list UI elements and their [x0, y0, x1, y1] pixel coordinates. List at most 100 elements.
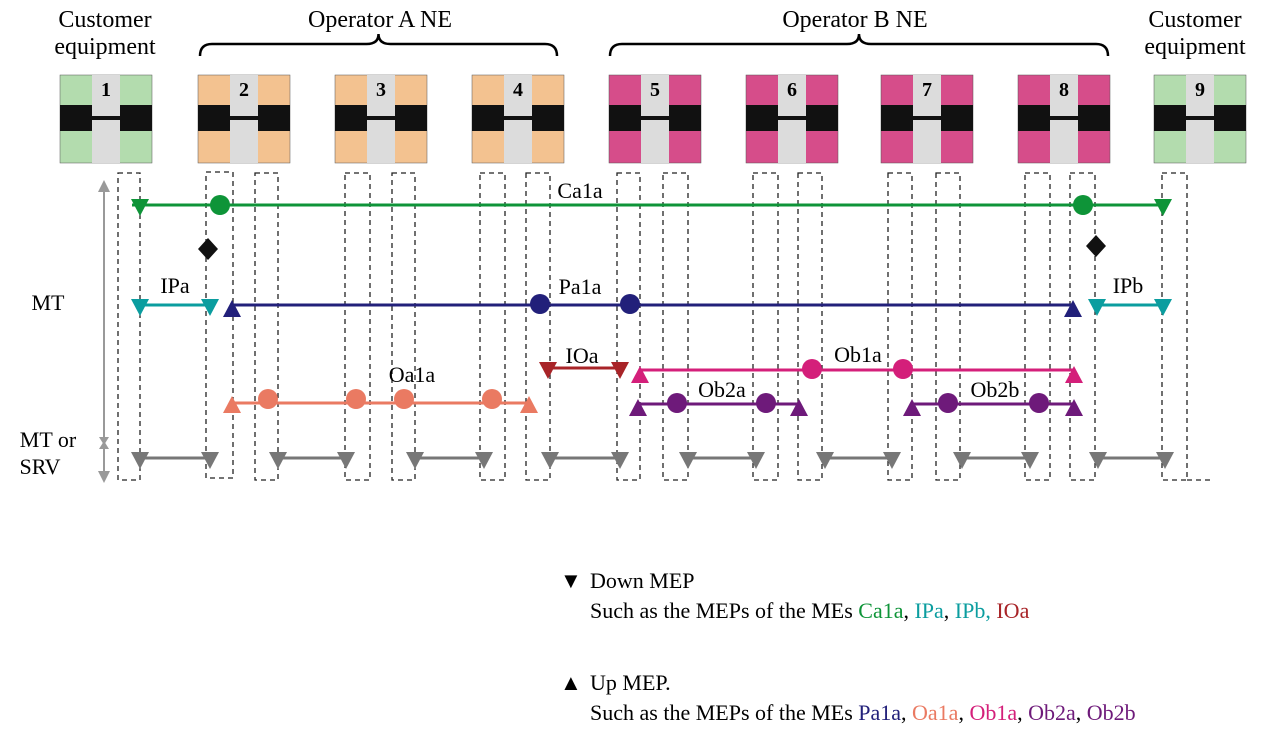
me-label-oa1a: Oa1a [389, 362, 436, 387]
srv-down-mep [406, 452, 424, 469]
node-1-slot-top [92, 105, 120, 116]
srv-down-mep [1089, 452, 1107, 469]
group-label-operator-b: Operator B NE [782, 7, 927, 33]
level-axis-split-2 [99, 441, 109, 449]
me-oa1a-up-mep [223, 396, 241, 413]
up-mep-icon: ▲ [560, 670, 582, 695]
me-label-ob2a: Ob2a [698, 377, 746, 402]
legend-up-item-pa1a: Pa1a [858, 700, 902, 725]
node-7-slot-top [913, 105, 941, 116]
node-5-label: 5 [650, 79, 660, 101]
node-6-label: 6 [787, 79, 797, 101]
group-label-customer-left-2: equipment [54, 34, 156, 60]
level-label-mt: MT [32, 290, 66, 315]
legend-up-prefix: Such as the MEPs of the MEs [590, 700, 859, 725]
srv-down-mep [475, 452, 493, 469]
node-6-slot-top [778, 105, 806, 116]
dashed-boundary [479, 172, 506, 481]
me-label-ca1a: Ca1a [557, 178, 602, 203]
brace-operator-b [608, 33, 1110, 57]
me-ioa-down-mep [611, 362, 629, 379]
node-9-slot-top [1186, 105, 1214, 116]
srv-down-mep [816, 452, 834, 469]
node-1-slot-bottom [92, 120, 120, 131]
srv-down-mep [337, 452, 355, 469]
dashed-boundary [752, 172, 779, 481]
dashed-boundary [117, 172, 141, 481]
me-ob2a-mip [756, 393, 776, 413]
me-ob2a-up-mep [629, 399, 647, 416]
legend-down-prefix: Such as the MEPs of the MEs [590, 598, 859, 623]
node-8-label: 8 [1059, 79, 1069, 101]
legend-down-item-ioa: IOa [996, 598, 1030, 623]
me-ca1a-mip [210, 195, 230, 215]
srv-down-mep [679, 452, 697, 469]
me-label-ob2b: Ob2b [971, 377, 1020, 402]
legend-up-item-ob2a: Ob2a [1028, 700, 1076, 725]
dashed-boundary [391, 172, 416, 481]
node-7-slot-bottom [913, 120, 941, 131]
me-ca1a-mip [1073, 195, 1093, 215]
level-label-mt-or: MT or [20, 427, 77, 452]
me-ob2b-mip [938, 393, 958, 413]
legend-up-item-ob2b: Ob2b [1086, 700, 1136, 725]
me-ipa-down-mep [201, 299, 219, 316]
srv-down-mep [541, 452, 559, 469]
dashed-boundary [254, 172, 279, 481]
dashed-boundary [935, 172, 961, 481]
me-oa1a-mip [346, 389, 366, 409]
srv-down-mep [1156, 452, 1174, 469]
node-5-slot-bottom [641, 120, 669, 131]
me-ob2b-up-mep [1065, 399, 1083, 416]
me-pa1a-mip [530, 294, 550, 314]
brace-operator-a [198, 33, 559, 57]
legend-down-item-ca1a: Ca1a [858, 598, 904, 623]
node-4-slot-bottom [504, 120, 532, 131]
dashed-boundary [1024, 172, 1051, 481]
node-9-slot-bottom [1186, 120, 1214, 131]
srv-down-mep [611, 452, 629, 469]
dashed-boundary [887, 172, 913, 481]
level-axis-arrow-bottom [98, 471, 110, 483]
me-ipb-down-mep [1088, 299, 1106, 316]
node-2-label: 2 [239, 79, 249, 101]
down-mep-icon: ▼ [560, 568, 582, 593]
node-8-slot-top [1050, 105, 1078, 116]
me-label-ioa: IOa [566, 343, 599, 368]
me-ob2b-up-mep [903, 399, 921, 416]
node-2-slot-bottom [230, 120, 258, 131]
node-4-label: 4 [513, 79, 523, 101]
legend-down-item-ipb: IPb, [954, 598, 991, 623]
me-pa1a-up-mep [1064, 300, 1082, 317]
level-label-srv: SRV [19, 454, 60, 479]
me-ca1a-down-mep [1154, 199, 1172, 216]
me-oa1a-mip [394, 389, 414, 409]
level-axis-arrow-top [98, 180, 110, 192]
me-ob2a-up-mep [790, 399, 808, 416]
me-ob1a-mip [802, 359, 822, 379]
dashed-boundary [1161, 172, 1188, 481]
diamond-marker [1086, 235, 1106, 257]
me-ob1a-up-mep [631, 366, 649, 383]
legend-up: ▲Up MEP. Such as the MEPs of the MEs Pa1… [560, 670, 1136, 725]
dashed-boundary [205, 171, 234, 479]
me-oa1a-mip [482, 389, 502, 409]
dashed-boundary [1069, 172, 1096, 481]
legend-up-item-ob1a: Ob1a [969, 700, 1018, 725]
me-label-ipb: IPb [1113, 273, 1144, 298]
node-5-slot-top [641, 105, 669, 116]
srv-down-mep [1021, 452, 1039, 469]
node-4-slot-top [504, 105, 532, 116]
me-oa1a-up-mep [520, 396, 538, 413]
srv-down-mep [131, 452, 149, 469]
srv-down-mep [269, 452, 287, 469]
legend-down-item-ipa: IPa [914, 598, 944, 623]
me-label-pa1a: Pa1a [559, 274, 602, 299]
dashed-boundary [344, 172, 371, 481]
me-ob2a-mip [667, 393, 687, 413]
me-ob1a-up-mep [1065, 366, 1083, 383]
me-label-ipa: IPa [160, 273, 190, 298]
node-3-slot-bottom [367, 120, 395, 131]
srv-down-mep [747, 452, 765, 469]
